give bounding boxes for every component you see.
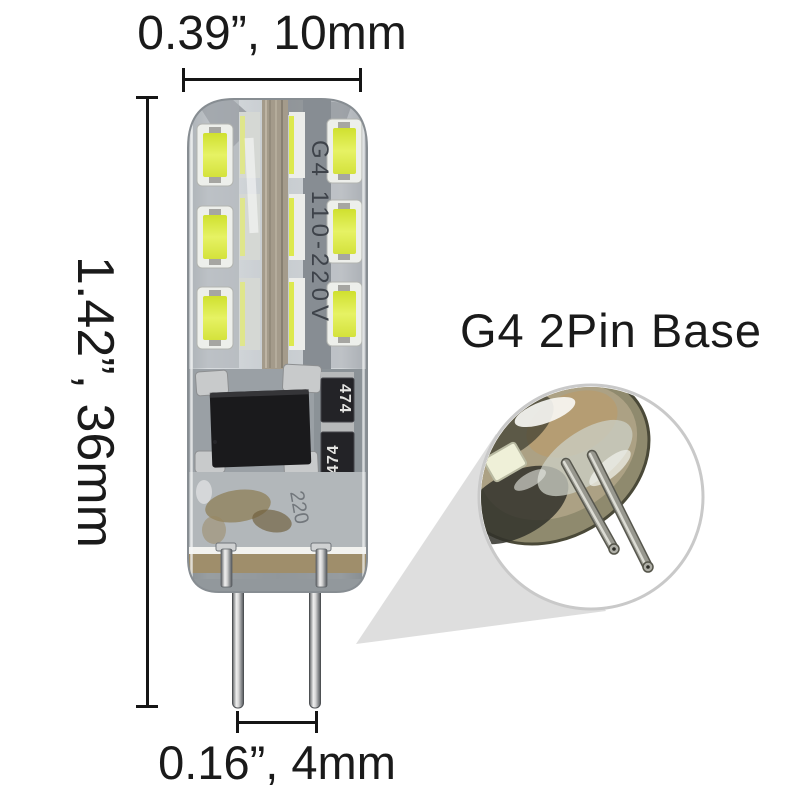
width-dimension-line [182, 78, 362, 81]
capacitor-label: 474 [336, 384, 353, 414]
pin-pitch-dimension-label: 0.16”, 4mm [158, 736, 396, 789]
led-chip [326, 118, 363, 184]
led-chip [196, 123, 234, 187]
base-callout-label: G4 2Pin Base [459, 304, 762, 357]
bulb-outline [187, 98, 368, 593]
pin-pitch-dimension-tick-right [315, 711, 318, 733]
width-dimension-tick-right [359, 68, 362, 92]
inset-pin [586, 449, 654, 573]
pin-pitch-dimension-line [236, 721, 318, 724]
solder-pad [281, 363, 322, 394]
height-dimension-label: 1.42”, 36mm [66, 256, 124, 548]
inset-ring [477, 383, 705, 611]
flux-stain [252, 509, 292, 533]
led-chip [326, 281, 363, 347]
height-dimension-tick-bottom [136, 705, 158, 708]
capacitor-label: 474 [325, 444, 342, 474]
inset-pin [560, 457, 620, 555]
width-dimension-label: 0.39”, 10mm [137, 7, 407, 60]
driver-ic [209, 389, 312, 468]
height-dimension-tick-top [136, 96, 158, 99]
smd-capacitor: 474 [320, 372, 355, 428]
height-dimension-line [146, 97, 149, 708]
pcb-edge [262, 99, 288, 369]
led-chip [196, 205, 234, 269]
base-wire-stub [215, 542, 237, 588]
led-chip [196, 286, 234, 350]
solder-pad [194, 369, 230, 397]
base-wire-stub [310, 542, 332, 588]
bulb-body: G4 110-220V 474 [187, 98, 368, 593]
bulb-pin-left [232, 587, 244, 709]
width-dimension-tick-left [182, 68, 185, 92]
led-chip [326, 199, 363, 264]
pin-pitch-dimension-tick-left [236, 711, 239, 733]
pcb-shadow-strip [303, 99, 331, 369]
bulb-pin-right [309, 587, 321, 709]
flux-stain [202, 516, 226, 544]
inset-led-chip [483, 441, 527, 483]
pcb-print-text: G4 110-220V [306, 140, 333, 325]
